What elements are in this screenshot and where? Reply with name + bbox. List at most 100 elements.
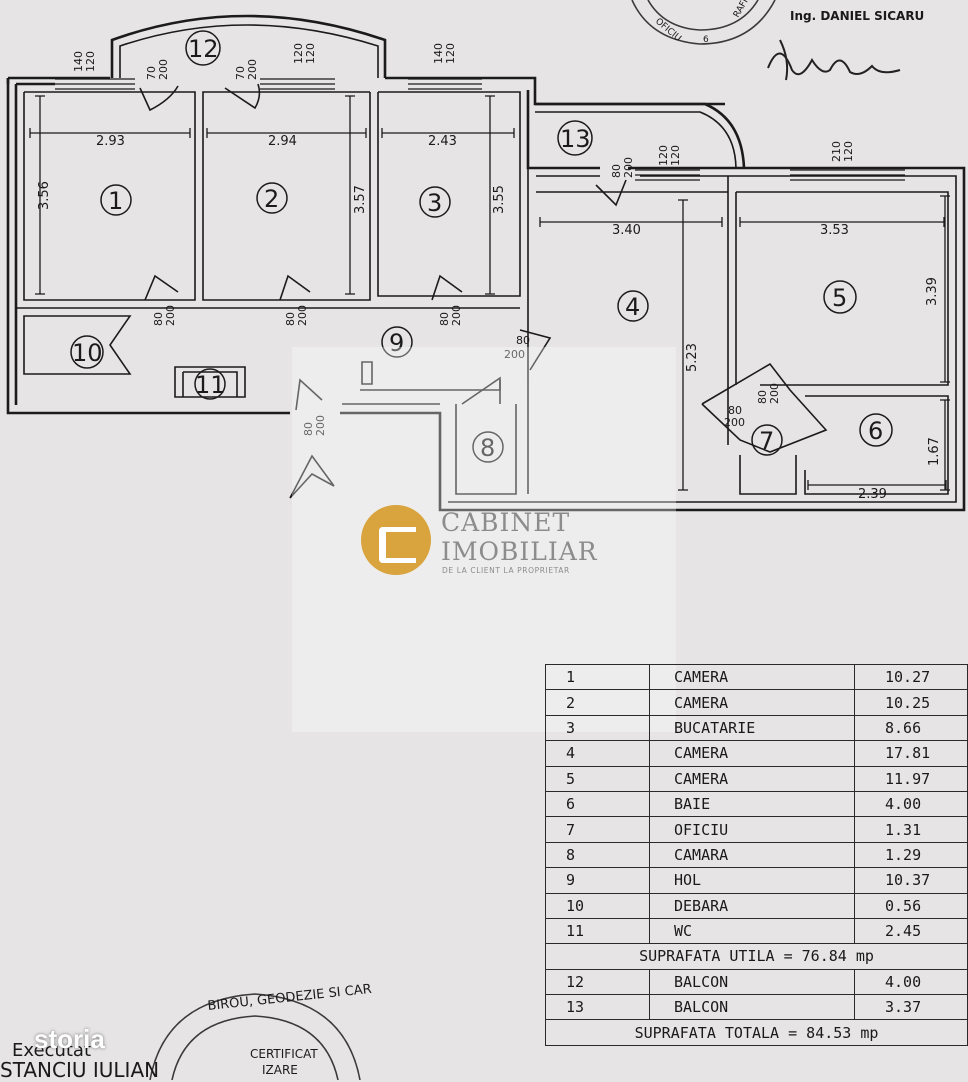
executant-label: Executat <box>12 1040 91 1061</box>
room-label-11: 11 <box>195 371 226 399</box>
win-w1-b: 120 <box>84 51 97 72</box>
win-w5-b: 120 <box>842 141 855 162</box>
win-w12a-b: 200 <box>157 59 170 80</box>
dim-r3-height: 3.55 <box>492 185 507 214</box>
dim-r2-height: 3.57 <box>353 185 368 214</box>
dim-r6-width: 2.39 <box>858 487 887 502</box>
room-label-2: 2 <box>264 185 279 213</box>
door-d3-b: 200 <box>450 305 463 326</box>
room-label-4: 4 <box>625 293 640 321</box>
cell-name: CAMERA <box>649 765 855 792</box>
cell-no: 1 <box>545 663 650 691</box>
cell-area: 2.45 <box>854 917 968 945</box>
cell-area: 10.37 <box>854 867 968 894</box>
cell-name: BAIE <box>649 790 855 818</box>
watermark-key-logo-icon <box>361 505 431 575</box>
dim-r4-height: 5.23 <box>685 343 700 372</box>
cell-name: WC <box>649 917 855 945</box>
watermark-title: CABINET IMOBILIAR <box>441 508 598 566</box>
cell-no: 5 <box>545 765 650 792</box>
cell-area: 10.27 <box>854 663 968 691</box>
windows <box>55 78 905 181</box>
door-d13-b: 200 <box>622 157 635 178</box>
win-w2-b: 120 <box>304 43 317 64</box>
cell-no: 11 <box>545 917 650 945</box>
cell-area: 1.29 <box>854 841 968 869</box>
win-w12b-a: 70 <box>234 66 247 80</box>
door-entry-a: 80 <box>302 422 315 436</box>
win-w12b-b: 200 <box>246 59 259 80</box>
cell-area: 11.97 <box>854 765 968 792</box>
door-d7a-a: 80 <box>728 404 742 417</box>
doors <box>139 83 828 453</box>
bottom-stamp: BIROU, GEODEZIE SI CAR CERTIFICAT IZARE <box>149 982 373 1080</box>
cell-area: 3.37 <box>854 994 968 1021</box>
cell-no: 3 <box>545 714 650 742</box>
dim-r1-width: 2.93 <box>96 134 125 149</box>
door-d7a-b: 200 <box>724 416 745 429</box>
watermark-tagline: DE LA CLIENT LA PROPRIETAR <box>442 566 570 575</box>
cell-no: 2 <box>545 689 650 716</box>
win-w3-b: 120 <box>444 43 457 64</box>
room-label-10: 10 <box>72 339 103 367</box>
win-w3-a: 140 <box>432 43 445 64</box>
win-w5-a: 210 <box>830 141 843 162</box>
stamp-text-number: 6 <box>703 35 709 45</box>
dim-r4-width: 3.40 <box>612 223 641 238</box>
door-d4-b: 200 <box>504 348 525 361</box>
stamp-bottom-arc-text: BIROU, GEODEZIE SI CAR <box>207 982 373 1014</box>
cell-no: 12 <box>545 968 650 996</box>
dim-r1-height: 3.56 <box>37 181 52 210</box>
door-d1-a: 80 <box>152 312 165 326</box>
dim-r3-width: 2.43 <box>428 134 457 149</box>
win-w1-a: 140 <box>72 51 85 72</box>
cell-name: DEBARA <box>649 892 855 919</box>
door-d3-a: 80 <box>438 312 451 326</box>
door-d4-a: 80 <box>516 334 530 347</box>
cell-no: 4 <box>545 740 650 767</box>
cell-name: CAMARA <box>649 841 855 869</box>
watermark-line1: CABINET <box>441 508 571 537</box>
room-markers: 1 2 3 4 5 6 7 8 9 10 11 12 13 <box>70 30 893 463</box>
cell-area: 10.25 <box>854 689 968 716</box>
door-d7b-b: 200 <box>768 383 781 404</box>
cell-name: CAMERA <box>649 689 855 716</box>
dimension-lines <box>29 95 950 491</box>
door-d1-b: 200 <box>164 305 177 326</box>
door-d7b-a: 80 <box>756 390 769 404</box>
cell-no: 9 <box>545 867 650 894</box>
brand-logo[interactable]: storia <box>34 1024 105 1054</box>
cell-name: BALCON <box>649 968 855 996</box>
cell-no: 8 <box>545 841 650 869</box>
engineer-name: Ing. DANIEL SICARU <box>790 9 925 23</box>
cell-area: 8.66 <box>854 714 968 742</box>
cell-area: 4.00 <box>854 790 968 818</box>
cell-name: CAMERA <box>649 663 855 691</box>
dimension-labels: 2.93 2.94 2.43 3.40 3.53 2.39 3.56 3.57 … <box>37 134 942 502</box>
win-w4-a: 120 <box>657 145 670 166</box>
util-total-row-text: SUPRAFATA UTILA = 76.84 mp <box>545 943 968 970</box>
room-label-1: 1 <box>108 187 123 215</box>
opening-labels: 140 120 70 200 70 200 120 120 140 120 12… <box>72 43 855 436</box>
grand-total-row: SUPRAFATA TOTALA = 84.53 mp <box>545 1019 968 1046</box>
cell-name: BUCATARIE <box>649 714 855 742</box>
util-total-row: SUPRAFATA UTILA = 76.84 mp <box>545 943 968 970</box>
cell-no: 13 <box>545 994 650 1021</box>
room-label-12: 12 <box>188 35 219 63</box>
executant-name: STANCIU IULIAN <box>0 1058 160 1082</box>
door-entry-b: 200 <box>314 415 327 436</box>
watermark-line2: IMOBILIAR <box>441 537 598 566</box>
room-label-6: 6 <box>868 417 883 445</box>
cell-name: CAMERA <box>649 740 855 767</box>
door-d2-b: 200 <box>296 305 309 326</box>
cell-area: 4.00 <box>854 968 968 996</box>
